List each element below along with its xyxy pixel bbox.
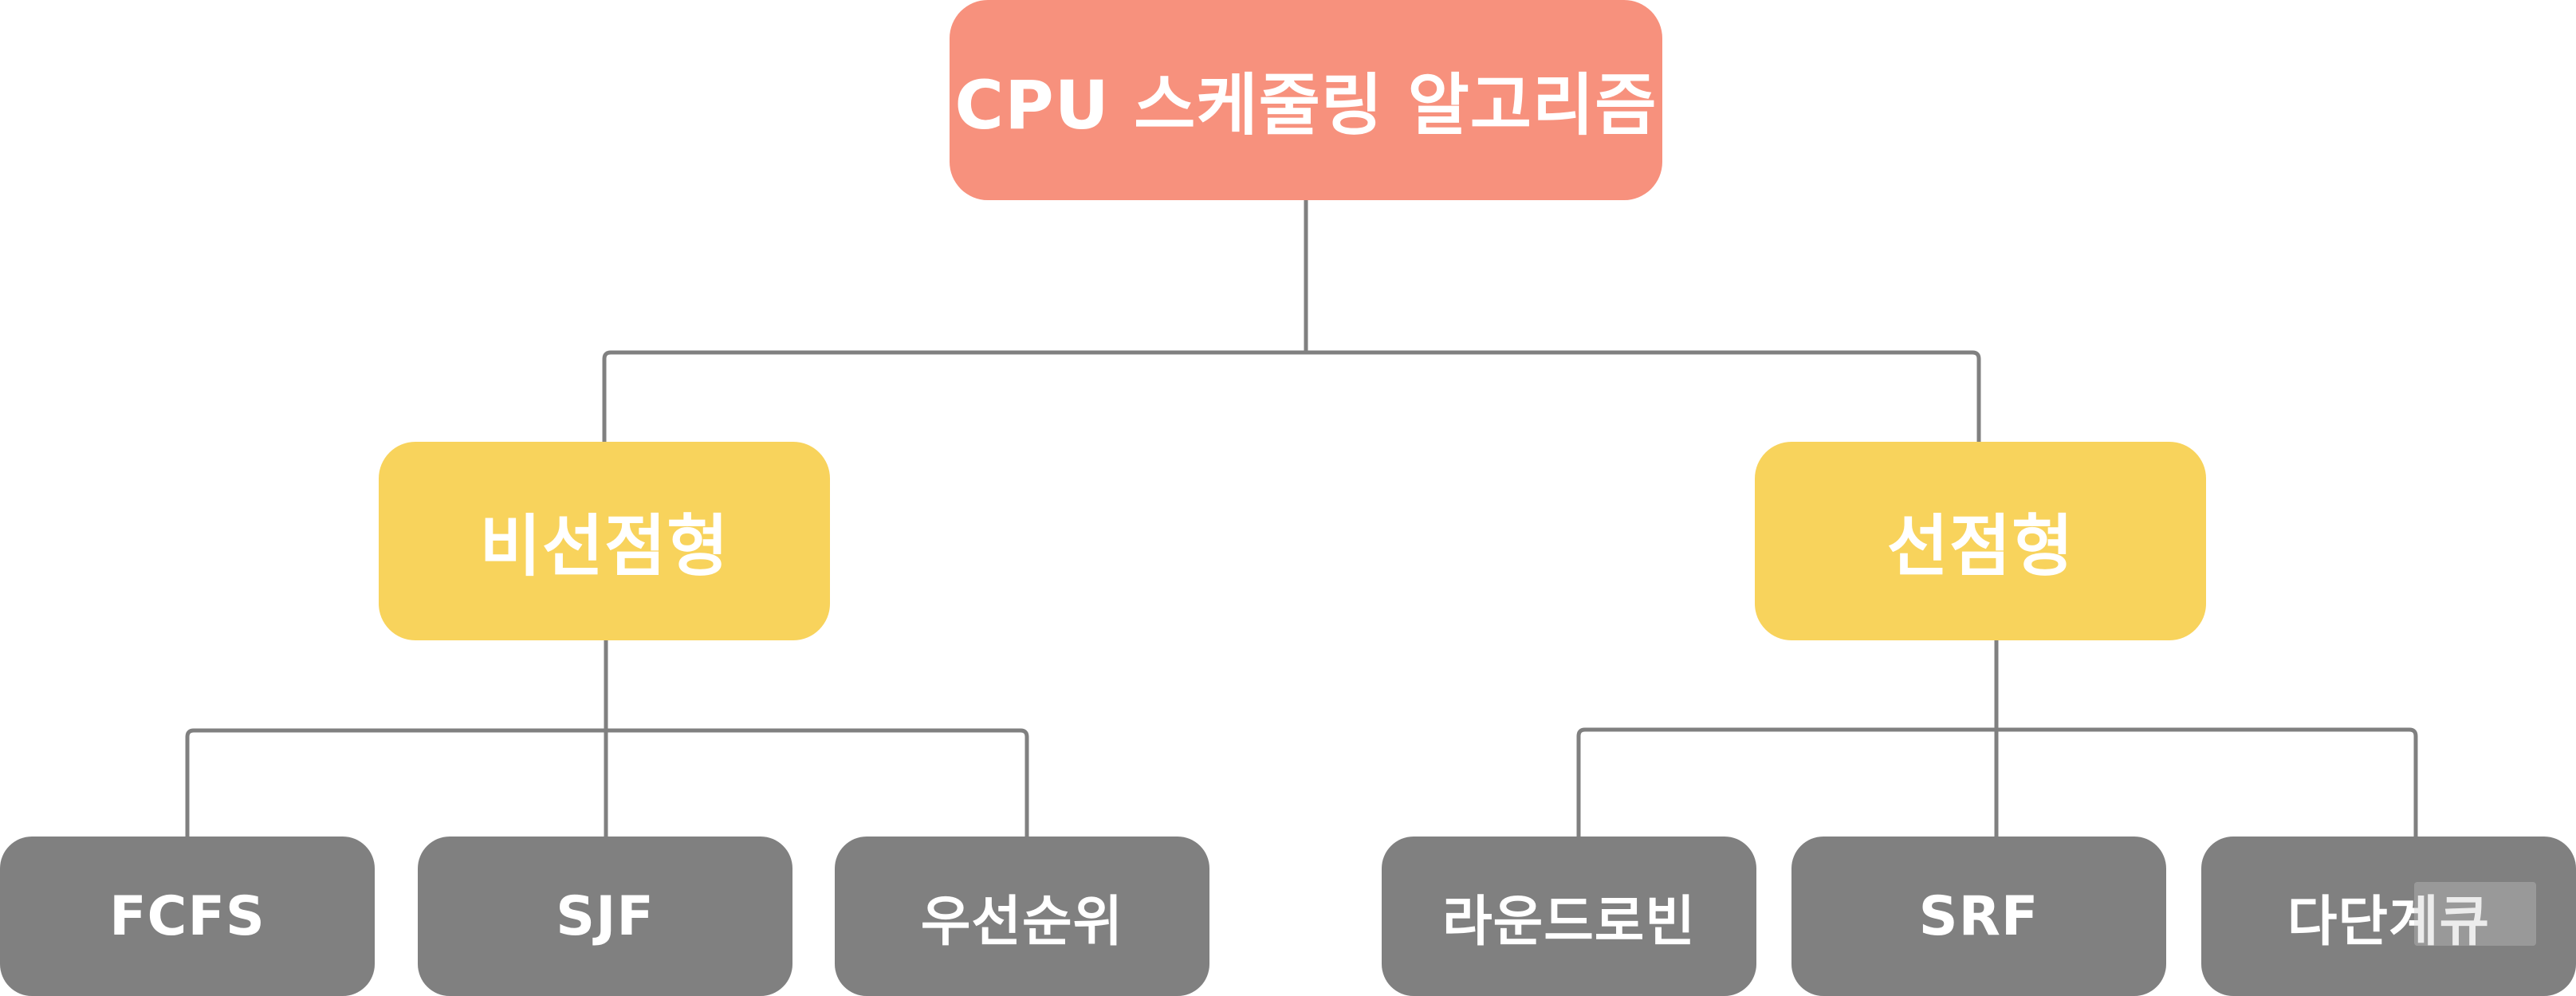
leaf-node-round-robin: 라운드로빈 bbox=[1382, 837, 1756, 996]
leaf-node-multilevel-queue: 다단계큐 bbox=[2201, 837, 2576, 996]
leaf-node-srf: SRF bbox=[1791, 837, 2166, 996]
category-label-preemptive: 선점형 bbox=[1886, 507, 2075, 585]
connector-non-preemptive bbox=[185, 640, 1029, 837]
watermark-overlay bbox=[2414, 882, 2536, 946]
category-node-preemptive: 선점형 bbox=[1755, 442, 2206, 640]
leaf-label-multilevel-queue: 다단계큐 bbox=[2287, 890, 2491, 954]
leaf-node-fcfs: FCFS bbox=[0, 837, 375, 996]
leaf-label-srf: SRF bbox=[1918, 884, 2039, 948]
leaf-node-sjf: SJF bbox=[418, 837, 792, 996]
leaf-label-fcfs: FCFS bbox=[109, 884, 265, 948]
leaf-label-sjf: SJF bbox=[556, 884, 655, 948]
leaf-label-priority: 우선순위 bbox=[920, 890, 1124, 954]
category-label-non-preemptive: 비선점형 bbox=[479, 507, 730, 585]
connector-preemptive bbox=[1576, 640, 2418, 837]
leaf-node-priority: 우선순위 bbox=[835, 837, 1209, 996]
connector-root bbox=[602, 200, 1981, 442]
category-node-non-preemptive: 비선점형 bbox=[379, 442, 830, 640]
root-node-cpu-scheduling: CPU 스케줄링 알고리즘 bbox=[950, 0, 1662, 200]
root-node-label: CPU 스케줄링 알고리즘 bbox=[954, 66, 1658, 144]
leaf-label-round-robin: 라운드로빈 bbox=[1442, 890, 1696, 954]
